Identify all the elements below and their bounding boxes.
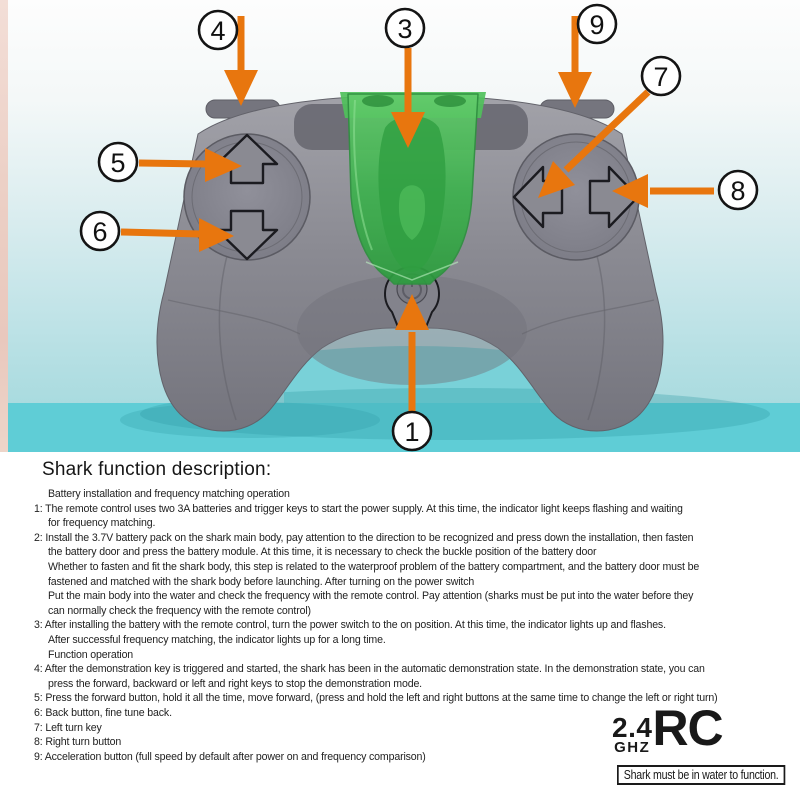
description-section: Shark function description: Battery inst… [0,452,800,800]
instruction-lines: Battery installation and frequency match… [0,487,800,764]
instruction-line: Put the main body into the water and che… [48,590,694,603]
callout-4: 4 [197,9,239,51]
arrow-3 [391,48,425,148]
callout-9: 9 [576,3,618,45]
svg-text:6: 6 [92,217,107,247]
instruction-line: 7: Left turn key [34,721,102,734]
instruction-line: 6: Back button, fine tune back. [34,706,172,719]
callout-8: 8 [717,169,759,211]
controller-photo-section: 4 3 9 7 8 5 6 1 [0,0,800,452]
page-edge-strip [0,0,8,452]
instruction-line: After successful frequency matching, the… [48,633,386,646]
instruction-line: for frequency matching. [48,517,156,530]
svg-text:8: 8 [730,176,745,206]
instruction-line: 1: The remote control uses two 3A batter… [34,502,683,515]
rc-wordmark: RC [652,700,723,756]
instruction-line: 4: After the demonstration key is trigge… [34,663,705,676]
svg-text:7: 7 [653,62,668,92]
svg-text:1: 1 [404,417,419,447]
callout-1: 1 [391,410,433,452]
frequency-unit: GHZ [614,738,651,756]
frequency-label: 2.4 GHZ [612,712,653,756]
svg-text:4: 4 [210,16,225,46]
instruction-line: can normally check the frequency with th… [48,604,311,617]
water-notice: Shark must be in water to function. [617,765,786,785]
callout-7: 7 [640,55,682,97]
instruction-line: 9: Acceleration button (full speed by de… [34,750,426,763]
instruction-line: Function operation [48,648,134,661]
right-dpad [512,133,640,261]
shark-fin-antenna [340,92,486,285]
arrow-4 [224,16,258,106]
instruction-line: 3: After installing the battery with the… [34,619,666,632]
instruction-line: 2: Install the 3.7V battery pack on the … [34,531,694,544]
arrow-1 [395,294,429,416]
arrow-5 [138,148,242,182]
arrow-6 [120,218,234,252]
arrow-8 [612,174,714,208]
instruction-line: press the forward, backward or left and … [48,677,422,690]
callout-arrows [120,16,714,416]
instruction-line: the battery door and press the battery m… [48,546,597,559]
right-turn-button [588,165,640,229]
frequency-value: 2.4 [612,712,653,743]
svg-text:9: 9 [589,10,604,40]
arrow-7 [538,89,651,198]
callout-badges: 4 3 9 7 8 5 6 1 [79,3,759,452]
rc-logo: 2.4 GHZ RC [612,700,724,756]
controller-diagram: 4 3 9 7 8 5 6 1 [8,3,800,452]
instruction-line: fastened and matched with the shark body… [48,575,475,588]
callout-6: 6 [79,210,121,252]
callout-5: 5 [97,141,139,183]
callout-3: 3 [384,7,426,49]
instruction-line: 5: Press the forward button, hold it all… [34,692,718,705]
svg-text:3: 3 [397,14,412,44]
instruction-line: 8: Right turn button [34,736,122,749]
instruction-line: Battery installation and frequency match… [48,488,290,500]
svg-text:5: 5 [110,148,125,178]
arrow-9 [558,16,592,108]
instruction-line: Whether to fasten and fit the shark body… [48,560,700,573]
section-title: Shark function description: [42,459,272,480]
